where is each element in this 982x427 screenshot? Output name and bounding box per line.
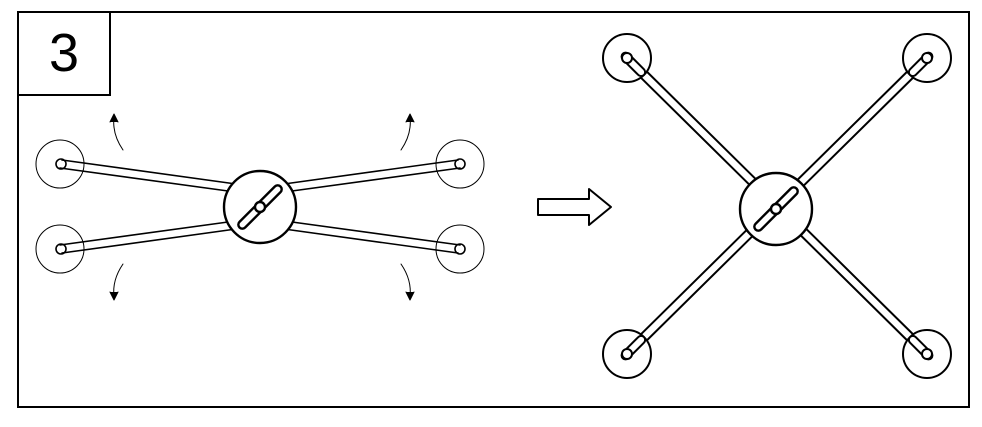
arm-icon [59,159,237,192]
arm-icon [283,221,461,254]
step-number: 3 [48,22,80,83]
hub-slot-icon [237,184,283,230]
end-pad-icon [902,33,952,83]
end-pad-icon [35,224,85,274]
arm-icon [283,159,461,192]
end-pad-icon [435,224,485,274]
end-pad-icon [602,329,652,379]
right-arrow-icon [537,188,612,226]
end-pad-icon [902,329,952,379]
step-number-box: 3 [17,11,111,96]
arm-icon [59,221,237,254]
rotation-arrow-icon [400,113,415,151]
end-pad-icon [35,139,85,189]
unfolded-x-fixture-icon [602,33,952,379]
rotation-arrow-icon [400,263,415,301]
instruction-panel [17,11,970,408]
rotation-arrow-icon [109,113,124,151]
end-pad-icon [435,139,485,189]
rotation-arrow-icon [109,263,124,301]
folded-arms-fixture-icon [35,113,485,301]
end-pad-icon [602,33,652,83]
hub-slot-icon [753,186,799,232]
